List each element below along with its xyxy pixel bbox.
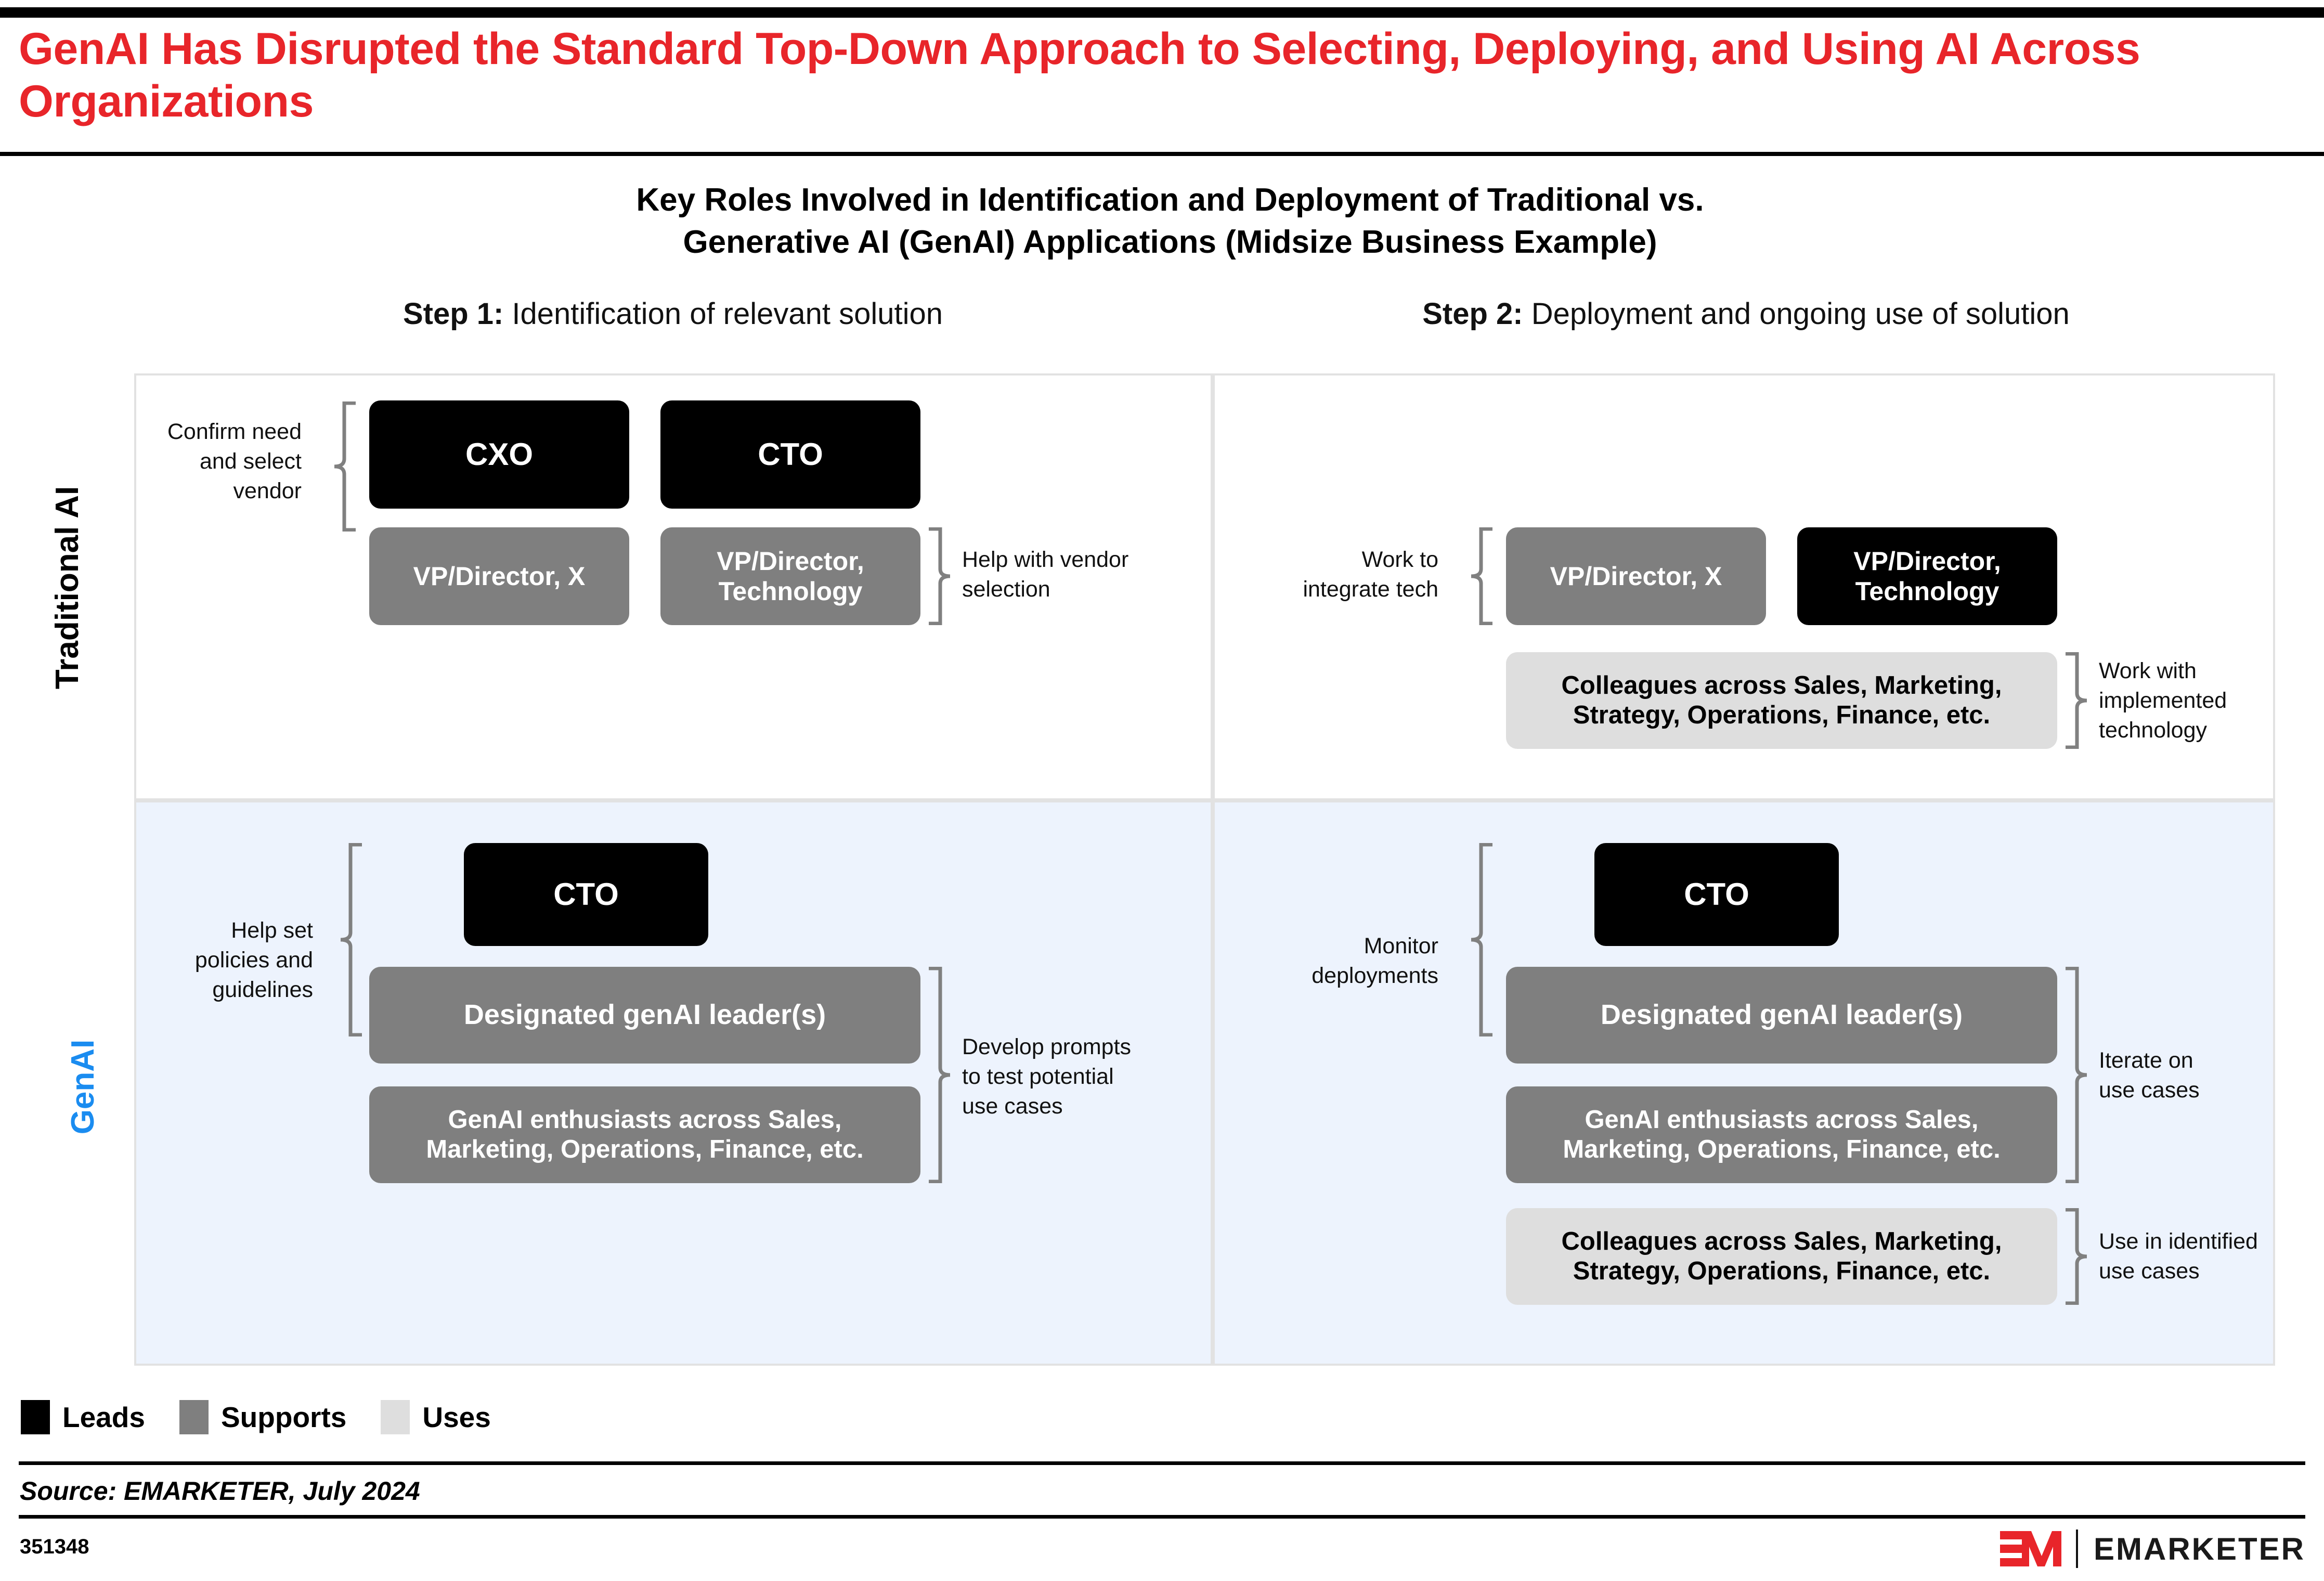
- logo-wordmark: EMARKETER: [2093, 1531, 2305, 1566]
- step-1-description: Identification of relevant solution: [503, 297, 943, 331]
- step-1-label: Step 1:: [403, 297, 504, 331]
- step-1-header: Step 1: Identification of relevant solut…: [134, 296, 1212, 331]
- legend-label-uses: Uses: [422, 1401, 491, 1433]
- matrix-grid: Confirm need and select vendor CXO CTO V…: [134, 373, 2275, 1366]
- role-box-vp-director-technology: VP/Director, Technology: [1797, 527, 2057, 625]
- caption-help-set-policies: Help set policies and guidelines: [194, 918, 313, 1003]
- role-box-genai-enthusiasts: GenAI enthusiasts across Sales, Marketin…: [1506, 1086, 2057, 1183]
- chart-title: Key Roles Involved in Identification and…: [156, 179, 2184, 263]
- role-box-designated-genai-leaders: Designated genAI leader(s): [1506, 967, 2057, 1064]
- caption-confirm-need: Confirm need and select vendor: [167, 419, 302, 504]
- chart-title-line-1: Key Roles Involved in Identification and…: [636, 182, 1704, 218]
- role-box-vp-director-x: VP/Director, X: [1506, 527, 1766, 625]
- legend-item-leads: Leads: [21, 1400, 145, 1434]
- brace-use-in-identified-use-cases: [2065, 1208, 2088, 1305]
- legend-swatch-uses-icon: [381, 1400, 410, 1434]
- role-box-vp-director-technology: VP/Director, Technology: [660, 527, 920, 625]
- quadrant-genai-step1: Help set policies and guidelines CTO Des…: [134, 800, 1213, 1366]
- step-2-header: Step 2: Deployment and ongoing use of so…: [1217, 296, 2275, 331]
- quadrant-traditional-step1: Confirm need and select vendor CXO CTO V…: [134, 373, 1213, 800]
- caption-develop-prompts: Develop prompts to test potential use ca…: [962, 1034, 1132, 1119]
- brace-develop-prompts: [928, 967, 952, 1183]
- row-label-traditional-ai: Traditional AI: [49, 486, 85, 690]
- chart-id: 351348: [20, 1535, 89, 1558]
- quadrant-genai-step2: Monitor deployments CTO Designated genAI…: [1213, 800, 2275, 1366]
- legend-swatch-leads-icon: [21, 1400, 50, 1434]
- step-2-description: Deployment and ongoing use of solution: [1523, 297, 2070, 331]
- brace-monitor-deployments: [1470, 843, 1494, 1036]
- chart-title-line-2: Generative AI (GenAI) Applications (Mids…: [683, 224, 1657, 260]
- caption-monitor-deployments: Monitor deployments: [1312, 934, 1438, 989]
- source-divider-top: [19, 1461, 2305, 1465]
- legend-label-leads: Leads: [62, 1401, 145, 1433]
- brace-work-with-implemented-technology: [2065, 652, 2088, 749]
- legend: Leads Supports Uses: [21, 1399, 525, 1435]
- caption-use-in-identified-use-cases: Use in identified use cases: [2099, 1229, 2258, 1284]
- caption-help-with-vendor-selection: Help with vendor selection: [962, 547, 1129, 602]
- quadrant-traditional-step2: Work to integrate tech VP/Director, X VP…: [1213, 373, 2275, 800]
- role-box-colleagues-across-functions: Colleagues across Sales, Marketing, Stra…: [1506, 652, 2057, 749]
- role-box-vp-director-x: VP/Director, X: [369, 527, 629, 625]
- brace-help-set-policies: [339, 843, 363, 1036]
- row-label-genai: GenAI: [65, 1039, 101, 1135]
- brace-confirm-need: [333, 401, 357, 532]
- caption-work-with-implemented-technology: Work with implemented technology: [2099, 658, 2227, 743]
- source-note: Source: EMARKETER, July 2024: [20, 1476, 420, 1506]
- caption-iterate-on-use-cases: Iterate on use cases: [2099, 1048, 2200, 1103]
- brace-help-with-vendor-selection: [928, 527, 952, 625]
- role-box-cto: CTO: [464, 843, 708, 946]
- role-box-colleagues-across-functions: Colleagues across Sales, Marketing, Stra…: [1506, 1208, 2057, 1305]
- brace-iterate-on-use-cases: [2065, 967, 2088, 1183]
- role-box-designated-genai-leaders: Designated genAI leader(s): [369, 967, 920, 1064]
- legend-swatch-supports-icon: [179, 1400, 209, 1434]
- step-2-label: Step 2:: [1422, 297, 1523, 331]
- brace-work-to-integrate-tech: [1470, 527, 1494, 625]
- page-headline: GenAI Has Disrupted the Standard Top-Dow…: [19, 24, 2140, 126]
- logo-divider: [2075, 1530, 2078, 1568]
- source-divider-bottom: [19, 1515, 2305, 1519]
- legend-item-supports: Supports: [179, 1400, 346, 1434]
- legend-item-uses: Uses: [381, 1400, 491, 1434]
- role-box-cto: CTO: [1594, 843, 1839, 946]
- headline-divider: [0, 152, 2324, 156]
- em-monogram-icon: [2000, 1531, 2061, 1566]
- top-divider-bar: [0, 7, 2324, 18]
- legend-label-supports: Supports: [220, 1401, 347, 1433]
- role-box-genai-enthusiasts: GenAI enthusiasts across Sales, Marketin…: [369, 1086, 920, 1183]
- emarketer-logo: EMARKETER: [2000, 1528, 2305, 1570]
- role-box-cxo: CXO: [369, 400, 629, 509]
- caption-work-to-integrate-tech: Work to integrate tech: [1303, 547, 1438, 602]
- role-box-cto: CTO: [660, 400, 920, 509]
